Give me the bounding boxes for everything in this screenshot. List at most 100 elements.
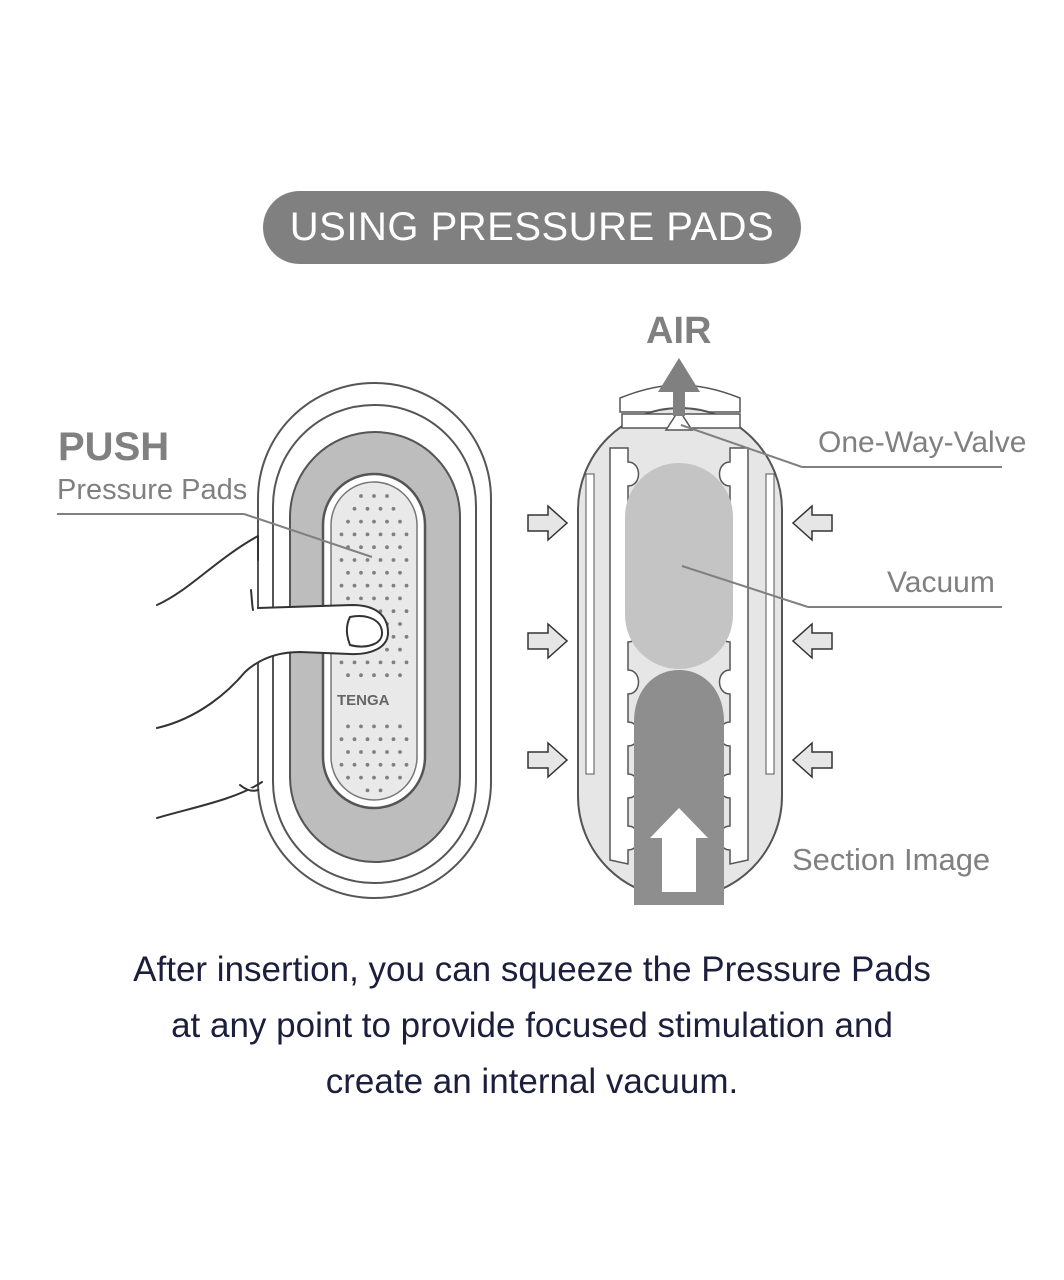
pad-dot	[385, 519, 389, 524]
pad-dot	[346, 570, 350, 575]
arrow-left-1-icon	[527, 504, 569, 542]
hand-illustration	[156, 535, 389, 819]
pad-dot	[385, 494, 389, 498]
pad-dot	[378, 737, 383, 742]
pad-dot	[404, 532, 409, 537]
pad-dot	[372, 596, 376, 601]
caption: After insertion, you can squeeze the Pre…	[0, 942, 1064, 1110]
pad-dot	[378, 660, 383, 665]
pad-dot	[385, 750, 389, 754]
pad-dot	[378, 762, 383, 767]
pressure-pads-label: Pressure Pads	[57, 474, 248, 506]
pad-dot	[359, 775, 363, 780]
section-image-label: Section Image	[792, 842, 991, 877]
pad-dot	[404, 609, 409, 614]
pad-dot	[385, 673, 389, 678]
arrow-right-1-icon	[791, 504, 833, 542]
pad-dot	[398, 622, 402, 626]
pad-dot	[372, 673, 376, 678]
pad-dot	[404, 737, 409, 742]
pad-dot	[391, 558, 396, 562]
caption-line-2: at any point to provide focused stimulat…	[171, 1006, 893, 1045]
arrow-left-3-icon	[527, 741, 569, 779]
insert-arrow	[650, 808, 708, 892]
pad-dot	[378, 506, 383, 511]
title-banner: USING PRESSURE PADS	[263, 191, 801, 264]
pad-dot	[398, 673, 402, 678]
one-way-valve-label: One-Way-Valve	[818, 426, 1027, 459]
arrow-right-3-icon	[791, 741, 833, 779]
pad-dot	[372, 545, 376, 550]
pad-dot	[359, 545, 363, 550]
pad-dot	[391, 506, 396, 511]
pad-dot	[352, 762, 357, 767]
pad-dot	[398, 647, 402, 652]
pad-dot	[398, 545, 402, 550]
pad-dot	[359, 750, 363, 754]
brand-logo: TENGA	[337, 692, 390, 709]
pad-dot	[404, 583, 409, 588]
pad-dot	[365, 737, 370, 742]
pad-dot	[339, 558, 344, 562]
pad-dot	[404, 762, 409, 767]
product-diagram: TENGA	[57, 358, 1002, 905]
pad-dot	[339, 660, 344, 665]
pad-dot	[391, 660, 396, 665]
caption-line-3: create an internal vacuum.	[325, 1062, 739, 1101]
pad-dot	[339, 583, 344, 588]
pad-dot	[359, 673, 363, 678]
pad-dot	[359, 519, 363, 524]
push-label: PUSH	[58, 425, 170, 469]
inserted-shaft	[634, 670, 724, 905]
pad-dot	[359, 494, 363, 498]
pad-dot	[372, 494, 376, 498]
pad-dot	[398, 775, 402, 780]
pad-dot	[378, 532, 383, 537]
pad-dot	[398, 750, 402, 754]
pad-dot	[339, 737, 344, 742]
pad-dot	[391, 737, 396, 742]
pressure-arrows	[527, 504, 833, 779]
pad-dot	[398, 570, 402, 575]
title-text: USING PRESSURE PADS	[289, 205, 775, 249]
pad-dot	[385, 545, 389, 550]
pad-dot	[404, 634, 409, 639]
pad-dot	[404, 660, 409, 665]
pad-dot	[372, 519, 376, 524]
vacuum-chamber	[625, 463, 733, 669]
pad-dot	[372, 775, 376, 780]
vacuum-label: Vacuum	[887, 566, 995, 599]
pad-dot	[391, 583, 396, 588]
pad-dot	[365, 532, 370, 537]
pad-dot	[365, 558, 370, 562]
pad-dot	[359, 570, 363, 575]
pad-dot	[385, 596, 389, 601]
pad-dot	[378, 558, 383, 562]
caption-line-1: After insertion, you can squeeze the Pre…	[133, 950, 931, 989]
pad-dot	[372, 724, 376, 729]
pad-dot	[372, 750, 376, 754]
arrow-left-2-icon	[527, 622, 569, 660]
pad-dot	[404, 558, 409, 562]
pad-dot	[346, 673, 350, 678]
pad-dot	[391, 609, 396, 614]
pad-dot	[359, 596, 363, 601]
pad-dot	[352, 737, 357, 742]
pad-dot	[391, 762, 396, 767]
pad-dot	[365, 506, 370, 511]
pad-dot	[391, 532, 396, 537]
pad-dot	[365, 583, 370, 588]
pad-dot	[391, 634, 396, 639]
pad-dot	[398, 519, 402, 524]
pad-dot	[352, 583, 357, 588]
pad-dot	[398, 724, 402, 729]
air-label: AIR	[646, 310, 712, 352]
pad-dot	[346, 519, 350, 524]
pad-dot	[352, 660, 357, 665]
air-arrow-icon	[658, 358, 700, 416]
pad-dot	[378, 788, 383, 793]
pad-dot	[385, 570, 389, 575]
pad-dot	[339, 762, 344, 767]
pad-dot	[346, 750, 350, 754]
arrow-right-2-icon	[791, 622, 833, 660]
